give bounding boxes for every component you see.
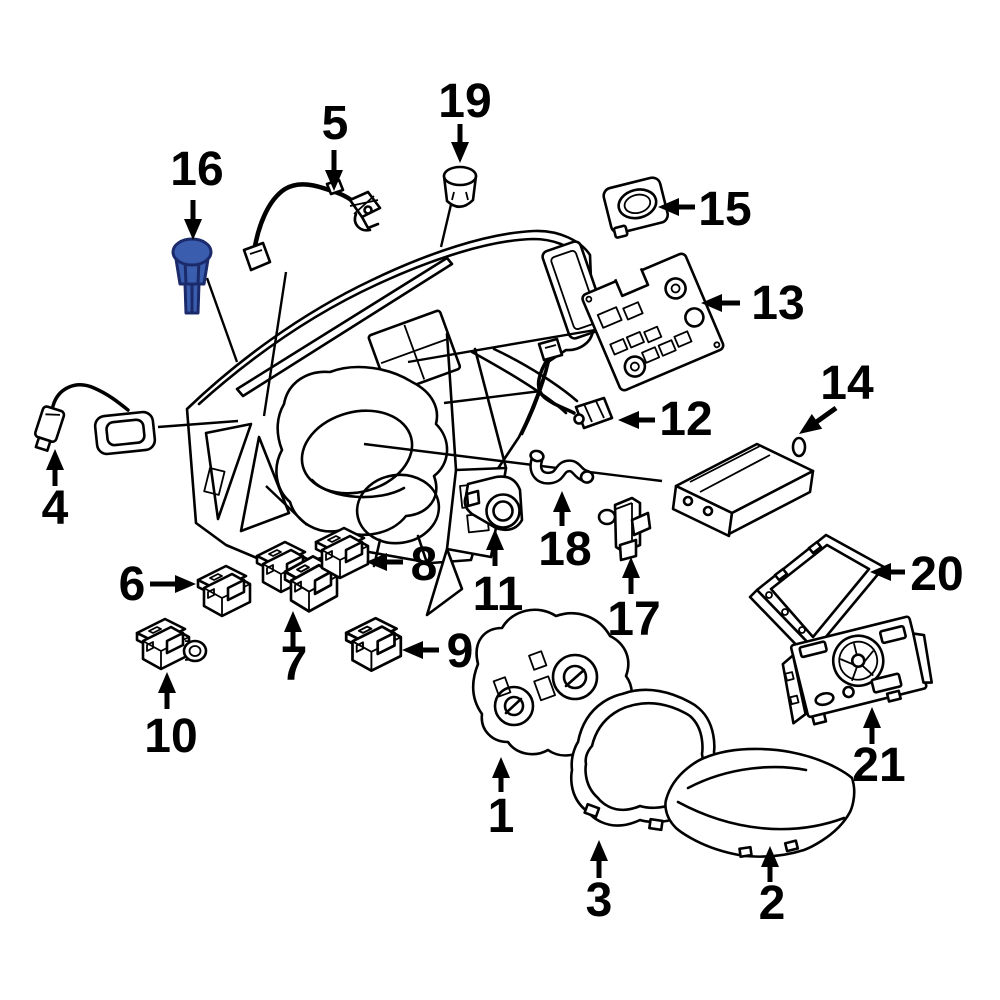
part-10-illustration	[135, 617, 208, 671]
callout-1-label: 1	[488, 790, 515, 843]
part-17-illustration	[597, 496, 652, 562]
kick-panel	[204, 422, 291, 533]
callout-8-label: 8	[411, 538, 438, 591]
callout-9-label: 9	[447, 625, 474, 678]
callout-17: 17	[607, 557, 661, 646]
callout-1: 1	[488, 757, 515, 843]
callout-8-arrow	[366, 553, 387, 571]
callout-2-arrow	[761, 846, 779, 867]
callout-7-label: 7	[281, 638, 308, 691]
callout-13-label: 13	[751, 277, 804, 330]
callout-14: 14	[799, 357, 874, 434]
leader-line-16	[205, 277, 239, 363]
part-9-illustration	[344, 616, 403, 673]
part-12-illustration	[536, 337, 614, 430]
callout-17-arrow	[622, 557, 640, 578]
leader-lines	[157, 195, 663, 526]
callout-16: 16	[170, 143, 224, 240]
callout-7: 7	[281, 611, 308, 691]
callout-17-label: 17	[607, 593, 660, 646]
callout-5: 5	[322, 97, 349, 191]
leader-line-switches	[265, 485, 308, 526]
callout-6-arrow	[175, 575, 196, 593]
callout-1-arrow	[492, 757, 510, 778]
part-11-illustration	[463, 475, 524, 532]
callout-2: 2	[759, 846, 786, 930]
part-18-illustration	[529, 449, 595, 485]
part-5-illustration	[242, 178, 382, 272]
callout-3: 3	[586, 840, 613, 927]
callout-21-label: 21	[852, 739, 905, 792]
callout-3-label: 3	[586, 874, 613, 927]
callout-20-label: 20	[910, 548, 963, 601]
callout-15-arrow	[658, 198, 679, 216]
callout-7-arrow	[284, 611, 302, 632]
part-20-illustration	[748, 533, 886, 659]
callout-15: 15	[658, 183, 752, 236]
callout-10-label: 10	[144, 710, 197, 763]
callout-11-arrow	[486, 529, 504, 550]
callout-12-arrow	[618, 411, 639, 429]
callout-5-label: 5	[322, 97, 349, 150]
callout-21-arrow	[863, 707, 881, 728]
part-13-illustration	[581, 252, 725, 392]
callout-18-label: 18	[538, 523, 591, 576]
callout-18-arrow	[553, 491, 571, 512]
callout-16-label: 16	[170, 143, 223, 196]
callout-9: 9	[402, 625, 473, 678]
callout-11: 11	[473, 529, 524, 621]
leader-line-4	[157, 419, 239, 429]
callout-16-arrow	[184, 219, 202, 240]
callout-2-label: 2	[759, 877, 786, 930]
callout-20-arrow	[870, 563, 891, 581]
callout-13: 13	[701, 277, 805, 330]
callout-8: 8	[366, 538, 437, 591]
callout-19-arrow	[451, 142, 469, 163]
callout-11-label: 11	[473, 568, 524, 621]
steering-shroud	[355, 473, 441, 545]
leader-line-12	[443, 389, 542, 405]
callout-12: 12	[618, 393, 713, 446]
callout-19-label: 19	[438, 75, 491, 128]
callout-12-label: 12	[659, 393, 712, 446]
callout-21: 21	[852, 707, 906, 792]
callout-19: 19	[438, 75, 492, 163]
part-2-illustration	[664, 747, 856, 858]
part-4-illustration	[33, 383, 157, 456]
callout-3-arrow	[590, 840, 608, 861]
callout-6: 6	[119, 558, 196, 611]
part-15-illustration	[602, 176, 670, 239]
part-21-illustration	[781, 615, 934, 726]
callout-14-arrow	[799, 414, 823, 434]
callout-20: 20	[870, 548, 964, 601]
callout-14-label: 14	[820, 357, 874, 410]
callouts-layer: 1 2 3 4 5 6 7	[42, 75, 964, 930]
defroster-vent-slot	[235, 256, 454, 398]
callout-4-label: 4	[42, 482, 69, 535]
leader-line-5	[262, 271, 288, 417]
callout-10-arrow	[158, 672, 176, 693]
callout-15-label: 15	[698, 183, 751, 236]
callout-4-arrow	[46, 449, 64, 470]
part-16-highlighted-illustration	[171, 237, 213, 315]
part-19-illustration	[442, 165, 478, 209]
part-6-illustration	[196, 564, 252, 618]
callout-9-arrow	[402, 641, 423, 659]
callout-6-label: 6	[119, 558, 146, 611]
callout-18: 18	[538, 491, 592, 576]
part-14-illustration	[671, 436, 815, 538]
callout-4: 4	[42, 449, 69, 535]
callout-5-arrow	[325, 170, 343, 191]
leader-line-14	[363, 442, 663, 483]
callout-13-arrow	[701, 294, 722, 312]
leader-line-13	[407, 327, 602, 364]
callout-10: 10	[144, 672, 198, 763]
